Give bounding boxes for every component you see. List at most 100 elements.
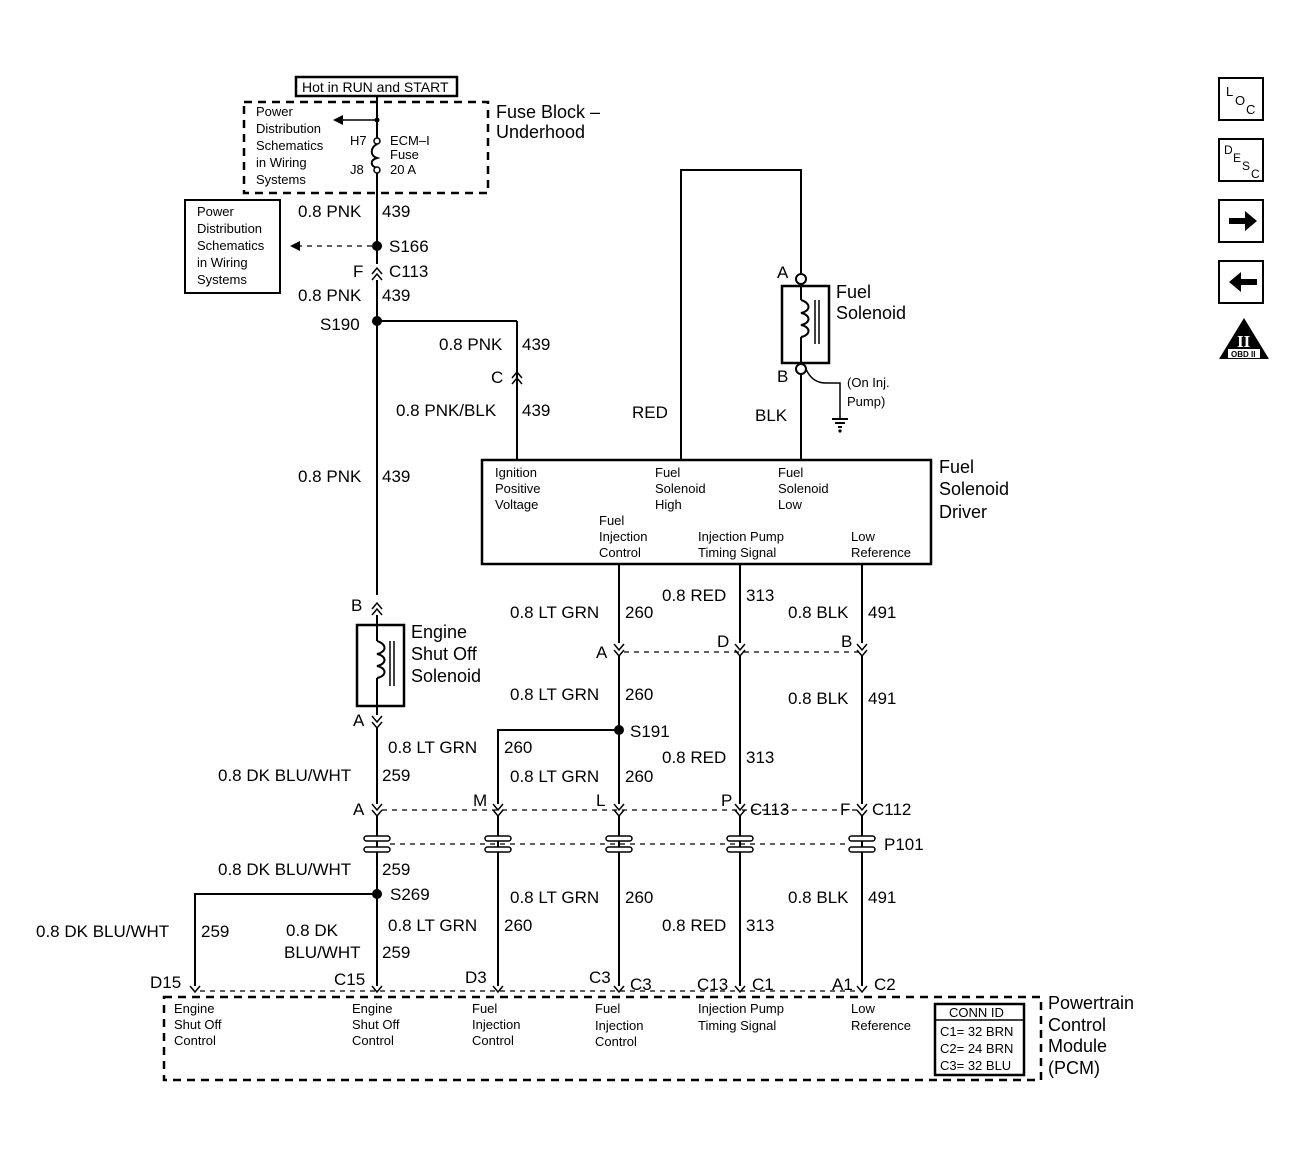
cavity-j8: J8 [350, 162, 364, 177]
pin-a1: A1 [832, 975, 853, 994]
fuse-block-title: Fuse Block – [496, 102, 600, 122]
svg-text:Fuel: Fuel [472, 1001, 497, 1016]
splice-s166 [372, 241, 382, 251]
pcm-box [162, 995, 1043, 1082]
svg-text:Injection: Injection [595, 1018, 643, 1033]
conn-a-mid-label: A [596, 643, 608, 662]
svg-text:Reference: Reference [851, 1018, 911, 1033]
wire-label-blk-2: 0.8 BLK [788, 689, 849, 708]
splice-s166-label: S166 [389, 237, 429, 256]
pin-c2: C2 [874, 975, 896, 994]
wire-circuit-260-6: 260 [625, 888, 653, 907]
wire-label-pnk-2: 0.8 PNK [298, 286, 362, 305]
conn-m-label: M [473, 791, 487, 810]
svg-text:Systems: Systems [197, 272, 247, 287]
pin-icon [371, 985, 383, 994]
wire-label-ltgrn-6: 0.8 LT GRN [510, 888, 599, 907]
conn-b-mid-label: B [841, 632, 852, 651]
wire-label-blk-1: 0.8 BLK [788, 603, 849, 622]
wire-circuit-260-5: 260 [504, 916, 532, 935]
next-button[interactable] [1218, 199, 1264, 243]
connector-icon [371, 715, 383, 730]
pcm-label-fic2: Fuel Injection Control [595, 1001, 643, 1049]
svg-text:O: O [1235, 93, 1245, 108]
svg-text:Control: Control [174, 1033, 216, 1048]
conn-d-label: D [717, 632, 729, 651]
connector-icon [371, 601, 383, 616]
back-button[interactable] [1218, 260, 1264, 304]
wire-circuit-259-3: 259 [201, 922, 229, 941]
splice-s269-label: S269 [390, 885, 430, 904]
fuse-rating: 20 A [390, 162, 416, 177]
desc-button[interactable]: D E S C [1218, 138, 1264, 182]
wire-label-pnk-3: 0.8 PNK [439, 335, 503, 354]
pin-icon [492, 985, 504, 994]
loc-button[interactable]: L O C [1218, 77, 1264, 121]
svg-text:Power: Power [256, 104, 294, 119]
svg-text:Reference: Reference [851, 545, 911, 560]
obd-ii-button[interactable]: II OBD II [1216, 316, 1272, 362]
conn-b-eso-label: B [351, 596, 362, 615]
svg-text:High: High [655, 497, 682, 512]
connector-icon [856, 643, 868, 658]
fuel-solenoid-driver [480, 458, 933, 566]
power-ref-inner: Power Distribution Schematics in Wiring … [256, 104, 324, 187]
conn-id-row-2: C2= 24 BRN [940, 1041, 1013, 1056]
connector-icon [371, 266, 383, 281]
svg-text:Control: Control [599, 545, 641, 560]
conn-c113-top-label: C113 [389, 262, 428, 281]
wire-circuit-439-1: 439 [382, 202, 410, 221]
wire-circuit-260-2: 260 [625, 685, 653, 704]
svg-text:C: C [1251, 167, 1260, 181]
wire-circuit-491-3: 491 [868, 888, 896, 907]
conn-l-label: L [596, 791, 605, 810]
pin-c13: C13 [697, 975, 728, 994]
driver-inj-control-label: Fuel Injection Control [599, 513, 647, 560]
driver-sol-high-label: Fuel Solenoid High [655, 465, 706, 512]
wire-label-ltgrn-1: 0.8 LT GRN [510, 603, 599, 622]
pcm-title-4: (PCM) [1048, 1058, 1100, 1078]
svg-text:Injection Pump: Injection Pump [698, 1001, 784, 1016]
pin-c1: C1 [752, 975, 774, 994]
wire-circuit-491-1: 491 [868, 603, 896, 622]
svg-text:Injection: Injection [472, 1017, 520, 1032]
svg-text:Distribution: Distribution [256, 121, 321, 136]
arrow-right-icon [1229, 211, 1257, 231]
arrow-left-icon [290, 241, 300, 251]
svg-text:in Wiring: in Wiring [197, 255, 248, 270]
driver-title-3: Driver [939, 502, 987, 522]
pcm-title-3: Module [1048, 1036, 1107, 1056]
pin-d3: D3 [465, 968, 487, 987]
pin-c3b: C3 [630, 975, 652, 994]
wire-circuit-313-2: 313 [746, 748, 774, 767]
fuse-block-subtitle: Underhood [496, 122, 585, 142]
wire-label-pnk-4: 0.8 PNK [298, 467, 362, 486]
pcm-label-timing: Injection Pump Timing Signal [698, 1001, 784, 1033]
svg-text:Timing Signal: Timing Signal [698, 545, 776, 560]
conn-a-eso-label: A [353, 711, 365, 730]
pin-icon [189, 985, 201, 994]
wire-circuit-260-1: 260 [625, 603, 653, 622]
arrow-left-icon [333, 115, 343, 125]
conn-a-row-label: A [353, 800, 365, 819]
conn-id-row-1: C1= 32 BRN [940, 1024, 1013, 1039]
driver-title-1: Fuel [939, 457, 974, 477]
svg-text:D: D [1224, 143, 1233, 157]
wire-label-red-3: 0.8 RED [662, 916, 726, 935]
power-ref-box [184, 199, 281, 294]
wire-circuit-313-3: 313 [746, 916, 774, 935]
obd-text: OBD II [1231, 350, 1255, 359]
connector-icon [511, 370, 523, 385]
wire-label-dkblu-1: 0.8 DK BLU/WHT [218, 766, 351, 785]
loc-icon: L O C [1226, 84, 1255, 117]
driver-title-2: Solenoid [939, 479, 1009, 499]
wire-circuit-491-2: 491 [868, 689, 896, 708]
wire-circuit-439-3: 439 [522, 335, 550, 354]
conn-f-row-label: F [840, 800, 850, 819]
eso-label-2: Shut Off [411, 644, 478, 664]
driver-timing-label: Injection Pump Timing Signal [698, 529, 784, 560]
fuse-icon [370, 143, 381, 169]
cavity-h7: H7 [350, 133, 367, 148]
obd-numeral: II [1237, 332, 1251, 351]
svg-text:E: E [1233, 151, 1241, 165]
